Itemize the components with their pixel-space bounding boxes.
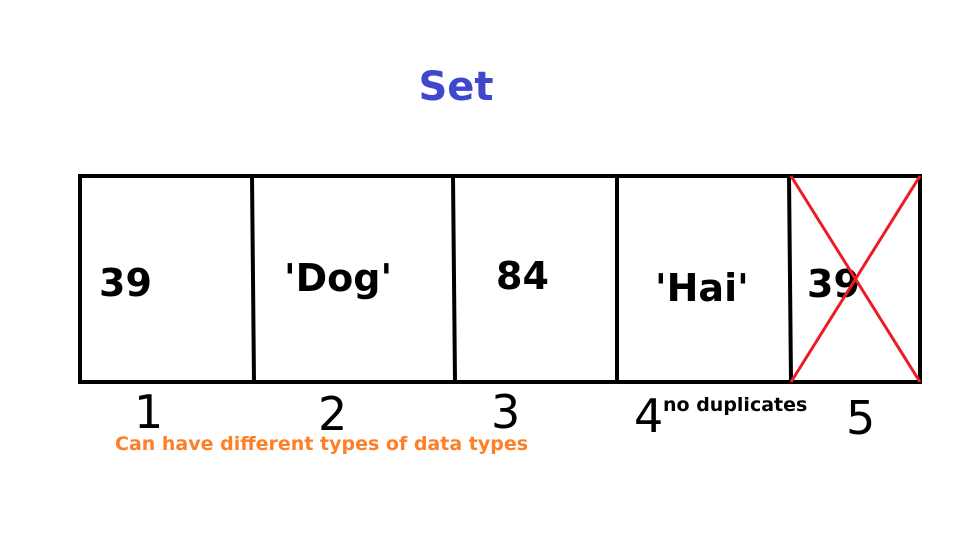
no-duplicates-note: no duplicates	[663, 394, 808, 416]
cell-index-2: 2	[318, 387, 347, 441]
cell-divider	[250, 175, 256, 383]
diagram-title: Set	[418, 64, 494, 110]
cell-value-4: 'Hai'	[655, 266, 749, 310]
cell-value-1: 39	[99, 261, 152, 305]
cell-index-3: 3	[491, 385, 520, 439]
cell-index-4: 4	[634, 389, 663, 443]
cell-divider	[451, 175, 457, 383]
set-frame	[78, 174, 922, 384]
cell-divider	[787, 175, 793, 383]
cell-index-1: 1	[134, 385, 163, 439]
cell-value-2: 'Dog'	[284, 256, 392, 300]
data-types-note: Can have different types of data types	[115, 433, 529, 455]
cell-value-3: 84	[496, 254, 549, 298]
rejected-cross-icon	[789, 175, 922, 383]
cell-index-5: 5	[846, 391, 875, 445]
